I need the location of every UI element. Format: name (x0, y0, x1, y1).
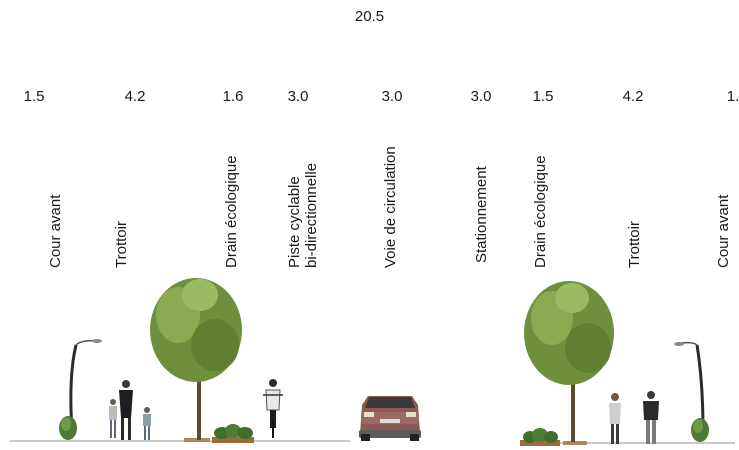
cyclist (263, 379, 283, 438)
segment-width-trottoir-left: 4.2 (124, 88, 146, 105)
segment-width-drain-right: 1.5 (532, 88, 554, 105)
street-lamp-left (69, 339, 102, 431)
street-lamp-right (674, 341, 705, 431)
shrub-right (691, 418, 709, 442)
pedestrians-right (609, 391, 659, 444)
planter-shrubs-left (214, 424, 253, 439)
segment-width-drain-left: 1.6 (222, 88, 244, 105)
segment-width-piste-cyclable: 3.0 (287, 88, 309, 105)
car (359, 396, 421, 441)
tree-right (524, 281, 614, 442)
segment-width-voie-circulation: 3.0 (381, 88, 403, 105)
segment-width-trottoir-right: 4.2 (622, 88, 644, 105)
ground-line (10, 437, 735, 446)
segment-width-cour-avant-left: 1.5 (23, 88, 45, 105)
pedestrians-left (109, 380, 151, 440)
tree-left (150, 278, 242, 440)
segment-width-stationnement: 3.0 (470, 88, 492, 105)
planter-shrubs-right (523, 428, 558, 443)
shrub-left (59, 416, 77, 440)
total-width: 20.5 (354, 8, 385, 25)
segment-width-cour-avant-right: 1. (726, 88, 739, 105)
